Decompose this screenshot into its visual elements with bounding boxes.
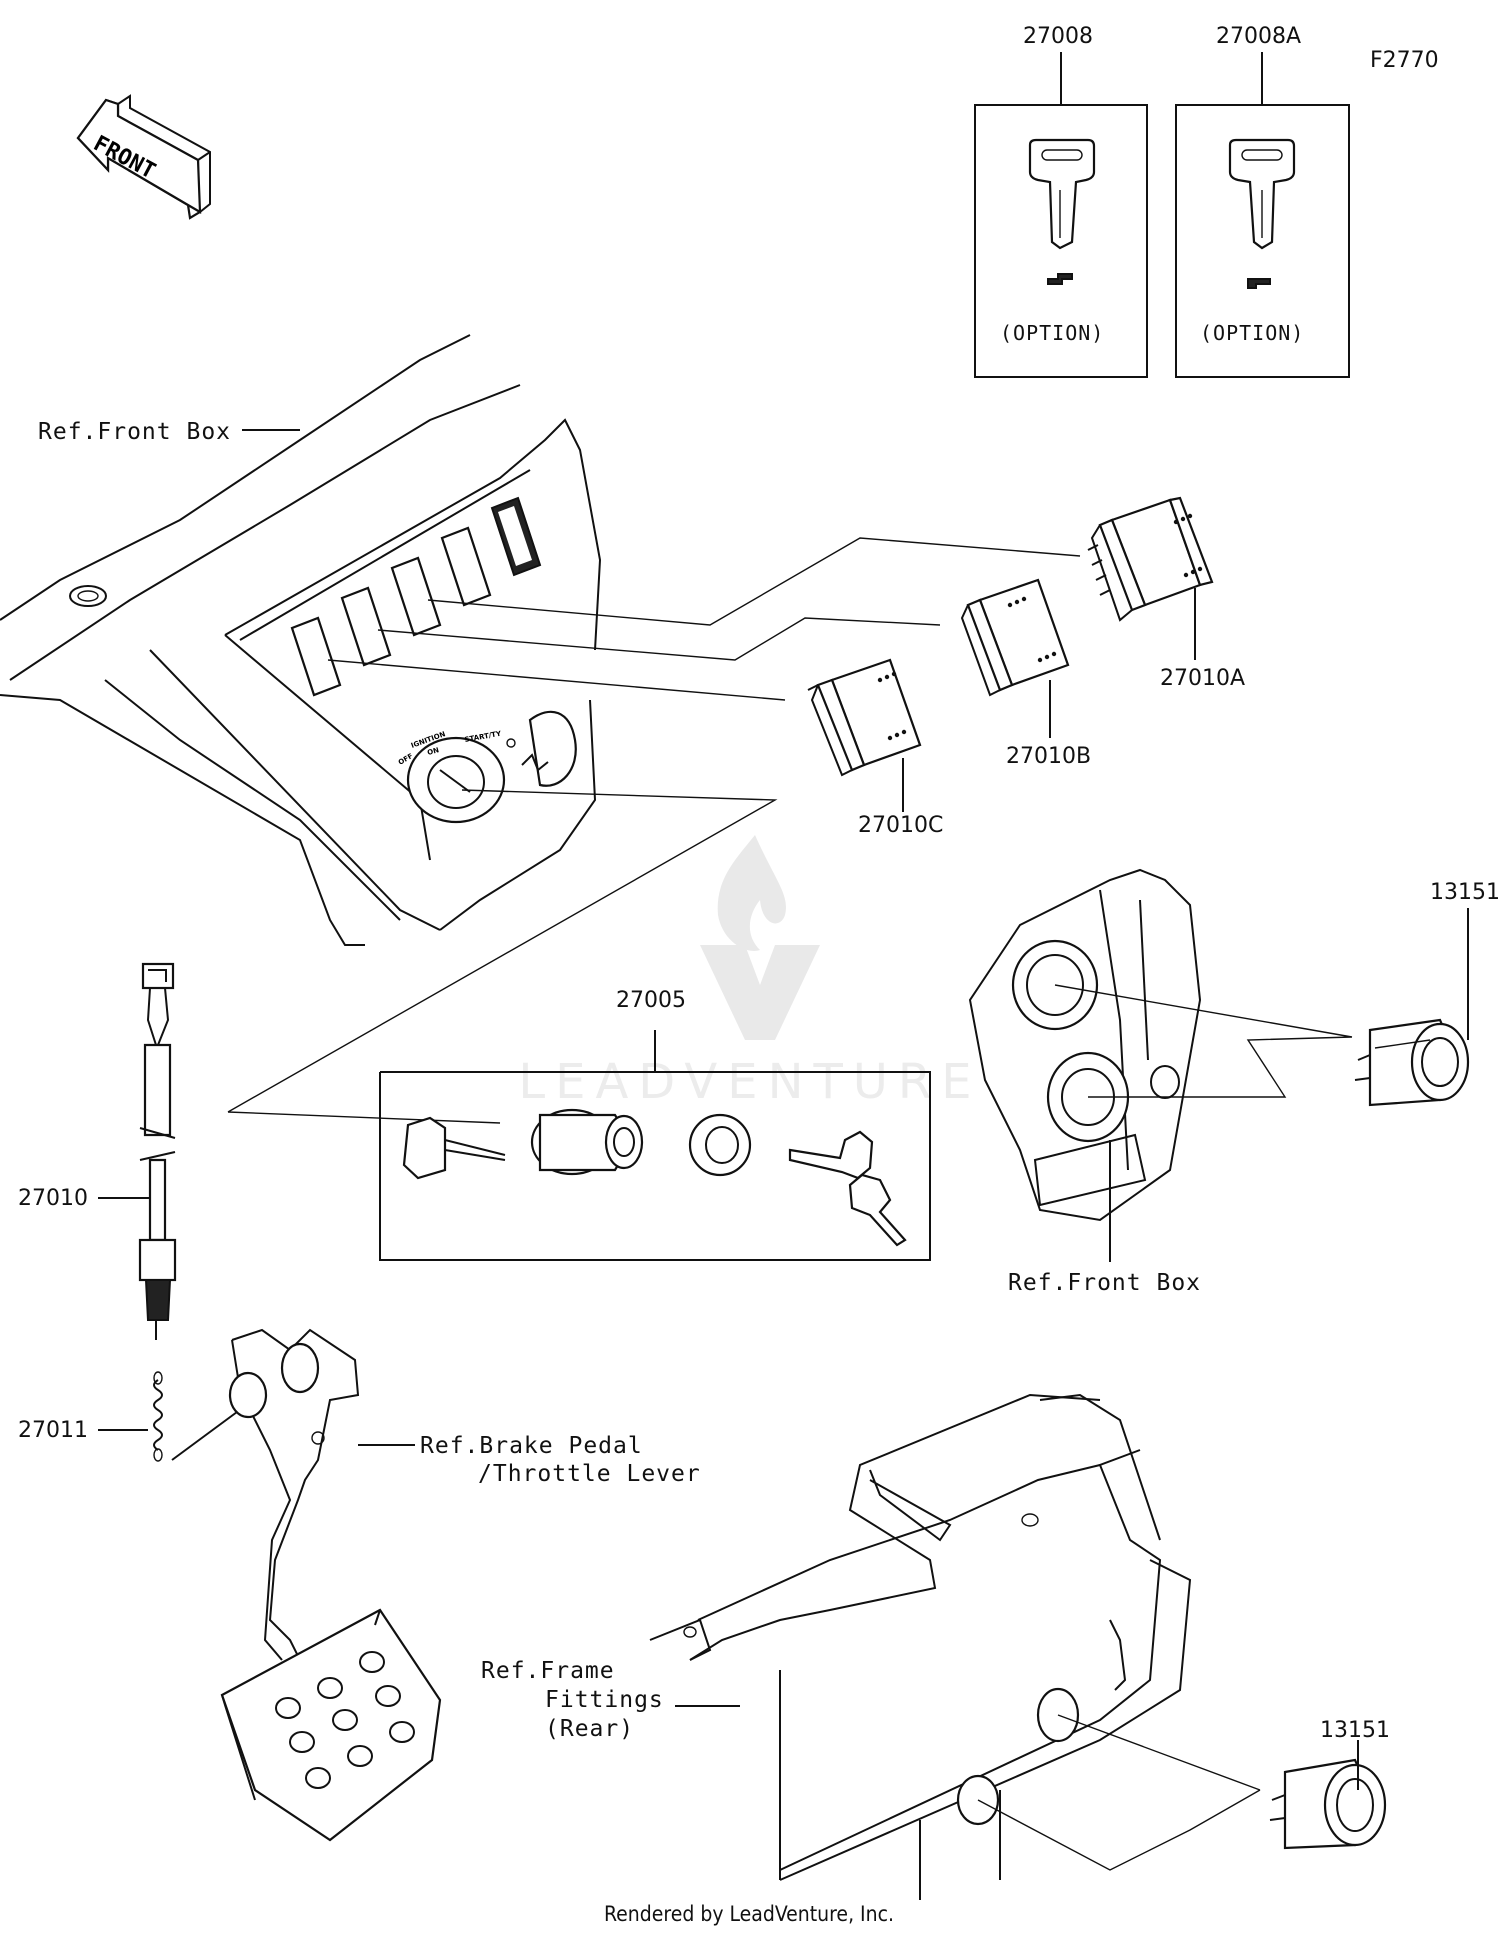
option-label-27008a: (OPTION) [1200, 321, 1305, 345]
part-number-13151-upper: 13151 [1430, 880, 1500, 905]
ref-frame-1: Ref.Frame [481, 1658, 615, 1684]
dash-marking-on: ON [426, 746, 440, 757]
rear-frame-fittings-ref [649, 1393, 1192, 1900]
ref-frame-2: Fittings [545, 1687, 664, 1713]
part-number-27010b: 27010B [1006, 744, 1092, 769]
part-number-27010: 27010 [18, 1186, 88, 1211]
leader-13151-lines [1054, 984, 1353, 1098]
option-label-27008: (OPTION) [1000, 321, 1105, 345]
ref-throttle-lever: /Throttle Lever [478, 1461, 701, 1487]
part-number-13151-lower: 13151 [1320, 1718, 1390, 1743]
dash-marking-start: START/TY [464, 730, 503, 744]
ref-front-box-top: Ref.Front Box [38, 419, 232, 445]
spring-27011 [153, 1371, 163, 1462]
part-number-27011: 27011 [18, 1418, 88, 1443]
leader-lines-switches [227, 537, 1081, 1124]
key-option-box-27008 [974, 52, 1148, 378]
watermark-text: LEADVENTURE [518, 1054, 981, 1110]
ref-frame-3: (Rear) [545, 1716, 635, 1742]
power-socket-13151-lower [1269, 1758, 1387, 1850]
watermark-logo [700, 835, 820, 1040]
footer-credit: Rendered by LeadVenture, Inc. [604, 1902, 894, 1926]
key-option-box-27008a [1175, 52, 1350, 378]
rocker-switch-27010c [807, 658, 922, 777]
rocker-switch-27010a [1087, 496, 1214, 622]
part-number-27008a: 27008A [1216, 24, 1302, 49]
brake-pedal-ref [220, 1328, 442, 1842]
figure-code: F2770 [1370, 48, 1439, 73]
part-number-27010c: 27010C [858, 813, 944, 838]
front-arrow-icon [76, 94, 211, 220]
power-socket-13151-upper [1354, 1018, 1470, 1107]
ref-brake-pedal: Ref.Brake Pedal [420, 1433, 643, 1459]
socket-box-right [968, 868, 1202, 1222]
ref-front-box-right: Ref.Front Box [1008, 1270, 1202, 1296]
part-number-27010a: 27010A [1160, 666, 1246, 691]
rocker-switch-27010b [960, 578, 1070, 697]
part-number-27008: 27008 [1023, 24, 1093, 49]
leader-13151-lower-lines [977, 1714, 1261, 1871]
brake-switch-27010 [138, 962, 177, 1340]
part-number-27005: 27005 [616, 988, 686, 1013]
